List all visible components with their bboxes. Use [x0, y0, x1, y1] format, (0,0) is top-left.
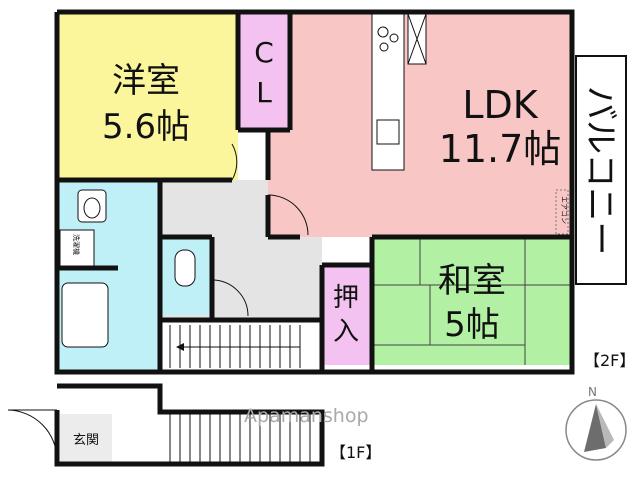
- balcony-area: [575, 55, 627, 285]
- western-room-name: 洋室: [112, 61, 180, 101]
- oshiire-label-1: 押: [333, 283, 359, 313]
- door-swings: [211, 143, 309, 317]
- kitchen-counter: [371, 13, 405, 171]
- compass-north: N: [588, 385, 597, 399]
- entrance-door-swing: [7, 409, 58, 461]
- stove-burner-icon: [389, 33, 399, 43]
- closet-label-c: C: [254, 36, 274, 69]
- stair-arrow-head: [176, 343, 184, 351]
- washer-label: 洗濯機: [72, 234, 81, 255]
- washbasin-icon: [77, 189, 107, 223]
- closet-label-l: L: [256, 76, 272, 109]
- japanese-room-size: 5帖: [444, 305, 500, 345]
- bathtub-icon: [61, 282, 109, 348]
- walls-1f: [54, 383, 325, 467]
- western-room-size: 5.6帖: [102, 107, 190, 147]
- japanese-room-area: [372, 237, 572, 365]
- toilet-icon: [174, 249, 196, 287]
- staircase-2f: [160, 320, 322, 370]
- tatami-lines: [372, 237, 572, 365]
- stove-burner-icon: [379, 42, 389, 52]
- walls-2f: [54, 9, 575, 375]
- closet-area: [238, 12, 290, 130]
- watermark: Apamanshop: [244, 405, 369, 427]
- entrance-area: [60, 414, 112, 462]
- ldk-name: LDK: [462, 83, 538, 127]
- compass-icon: [565, 399, 627, 461]
- staircase-treads-1f: [169, 412, 311, 462]
- aircon-label: エアコン: [560, 196, 568, 224]
- japanese-room-name: 和室: [438, 261, 506, 301]
- floor-tag-2f: 【2F】: [584, 351, 635, 370]
- oshiire-label-2: 入: [333, 317, 359, 347]
- ldk-area-lower: [268, 130, 388, 237]
- ldk-size: 11.7帖: [439, 127, 562, 171]
- sink-icon: [376, 119, 400, 145]
- hallway-area-2: [268, 237, 322, 320]
- aircon-marker: [555, 189, 569, 235]
- entrance-label: 玄関: [73, 433, 99, 448]
- oshiire-area: [322, 265, 370, 365]
- western-room-area: [57, 12, 238, 180]
- stove-burner-icon: [377, 26, 389, 38]
- balcony-label: バルコニー: [580, 86, 620, 255]
- floor-tag-1f: 【1F】: [330, 443, 381, 462]
